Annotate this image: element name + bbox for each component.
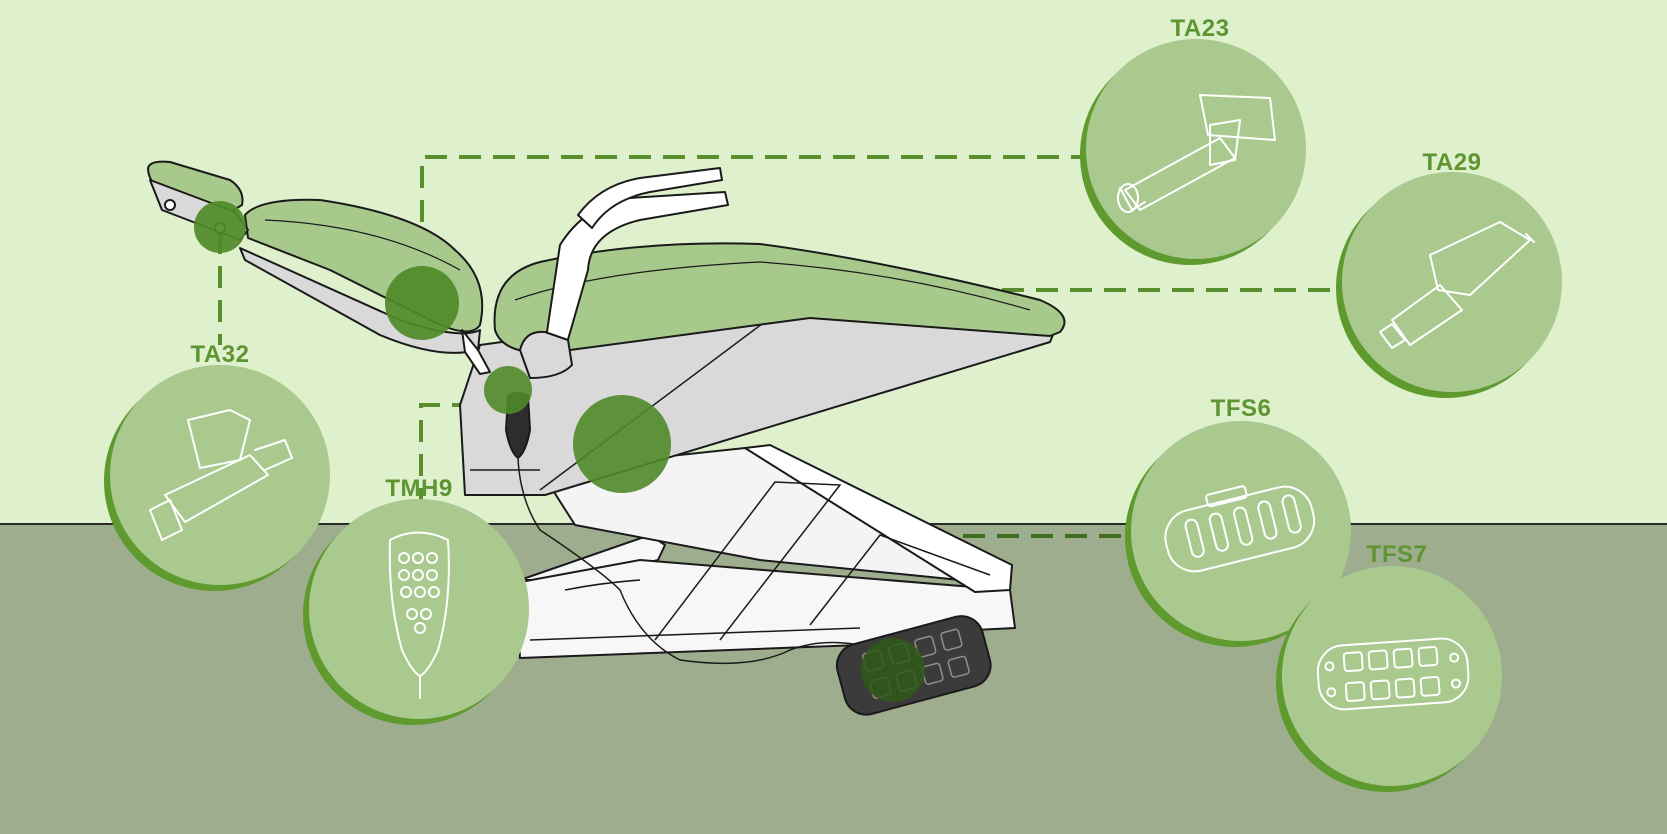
bubble-fill — [1086, 39, 1306, 259]
hotspots — [194, 201, 925, 702]
seat-cushion — [493, 242, 1066, 354]
linear-actuator-icon — [149, 409, 293, 541]
label-tmh9: TMH9 — [385, 475, 452, 502]
bubble-ta29[interactable]: TA29 — [1336, 149, 1562, 398]
bubble-fill — [1131, 421, 1351, 641]
label-tfs7: TFS7 — [1367, 541, 1428, 568]
bubble-tfs6[interactable]: TFS6 — [1125, 395, 1351, 647]
hand-control-icon — [388, 531, 450, 699]
bubble-fill — [1282, 566, 1502, 786]
connector-tmh9 — [419, 403, 508, 520]
bubble-ta32[interactable]: TA32 — [104, 341, 330, 591]
label-ta29: TA29 — [1423, 149, 1482, 176]
linear-actuator-icon — [1379, 221, 1535, 349]
bubble-tmh9[interactable]: TMH9 — [303, 475, 529, 725]
bubble-tfs7[interactable]: TFS7 — [1276, 541, 1502, 792]
label-tfs6: TFS6 — [1211, 395, 1272, 422]
hotspot-tfs6[interactable] — [861, 638, 925, 702]
hotspot-ta32[interactable] — [194, 201, 246, 253]
bubble-fill — [309, 499, 529, 719]
label-ta23: TA23 — [1171, 15, 1230, 42]
foot-switch-icon — [1164, 485, 1316, 573]
foot-control-icon — [1316, 637, 1470, 711]
bubble-fill — [1342, 172, 1562, 392]
label-ta32: TA32 — [191, 341, 250, 368]
armrest — [519, 167, 729, 379]
hotspot-ta29[interactable] — [573, 395, 671, 493]
linear-actuator-icon — [1117, 94, 1276, 213]
hotspot-tmh9[interactable] — [484, 366, 532, 414]
hotspot-ta23[interactable] — [385, 266, 459, 340]
bubble-ta23[interactable]: TA23 — [1080, 15, 1306, 265]
bubble-fill — [110, 365, 330, 585]
